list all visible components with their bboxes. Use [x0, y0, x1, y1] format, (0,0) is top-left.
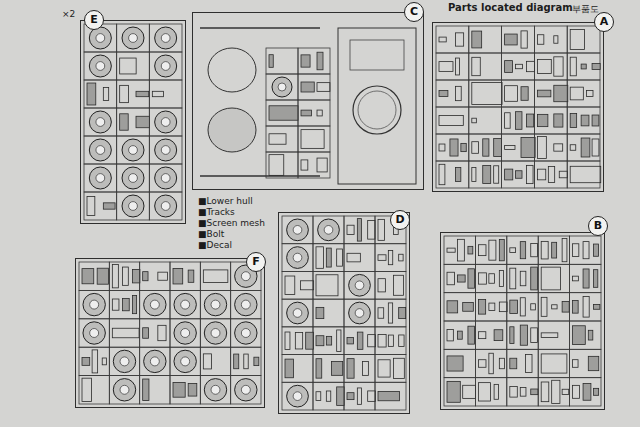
sprue-frame: F: [75, 258, 265, 408]
sheet-label: ■Lower hull: [198, 196, 253, 206]
sprue-parts: [436, 26, 601, 188]
sprue-frame: E: [80, 20, 186, 224]
sprue-frame: D: [278, 212, 410, 414]
sprue-letter: A: [594, 12, 614, 32]
sprue-letter: E: [84, 10, 104, 30]
sheet-label: ■Bolt: [198, 229, 224, 239]
sprue-parts: [200, 28, 416, 184]
sprue-letter: B: [588, 216, 608, 236]
sheet-label: 부품도: [572, 3, 599, 16]
sprue-letter: D: [390, 210, 410, 230]
sprue-frame: B: [440, 232, 605, 410]
sprue-parts: [84, 24, 182, 220]
sprue-frame: C: [192, 12, 424, 190]
sheet-label: ■Decal: [198, 240, 232, 250]
sprue-letter: F: [246, 252, 266, 272]
sheet-title: Parts located diagram: [448, 2, 573, 13]
sprue-letter: C: [404, 2, 424, 22]
sprue-parts: [444, 236, 601, 406]
sheet-label: ×2: [62, 9, 75, 19]
sprue-frame: A: [432, 22, 604, 192]
sheet-label: ■Tracks: [198, 207, 235, 217]
sprue-parts: [282, 216, 406, 410]
sprue-parts: [79, 262, 261, 404]
sheet-label: ■Screen mesh: [198, 218, 265, 228]
